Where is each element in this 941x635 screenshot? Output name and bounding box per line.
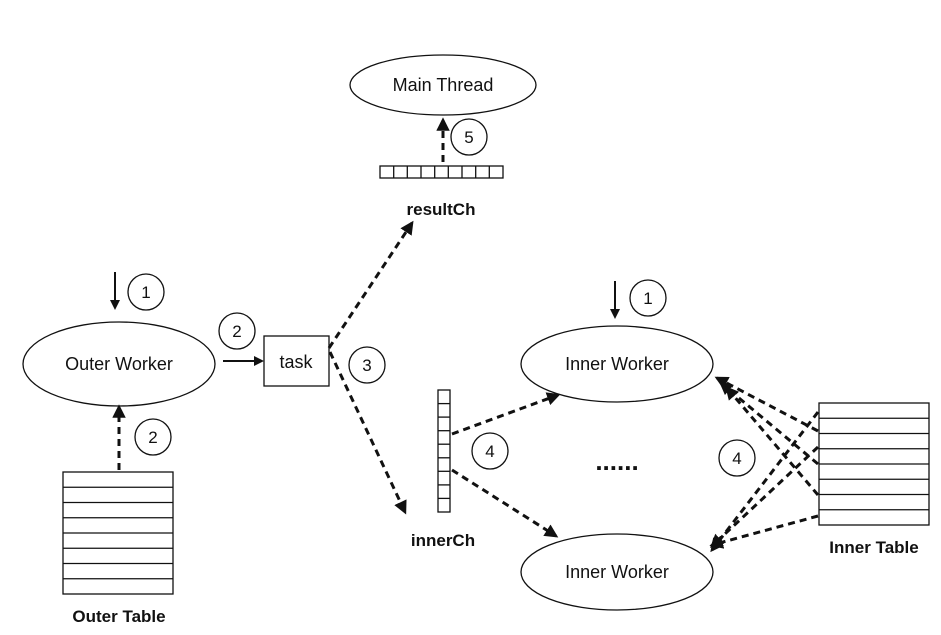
inner-table-label: Inner Table — [829, 538, 918, 557]
inner-worker-bottom-node: Inner Worker — [520, 533, 714, 611]
step-2-task-badge: 2 — [218, 312, 256, 350]
step-4-channel-badge: 4 — [471, 432, 509, 470]
step-1-outer-badge: 1 — [127, 273, 165, 311]
arrow-inner-table-to-worker-bottom-2 — [710, 445, 820, 548]
step-4-table-label: 4 — [732, 449, 741, 468]
inner-worker-top-label: Inner Worker — [565, 354, 669, 374]
step-2-table-badge: 2 — [134, 418, 172, 456]
arrow-inner-table-to-worker-bottom-1 — [710, 411, 820, 553]
outer-table: Outer Table — [62, 471, 174, 626]
arrow-task-to-inner-channel — [328, 351, 407, 515]
more-workers-ellipsis: ...... — [595, 446, 638, 476]
outer-worker-node: Outer Worker — [22, 321, 216, 407]
step-1-outer-label: 1 — [141, 283, 150, 302]
inner-channel: innerCh — [411, 389, 475, 550]
step-1-inner-label: 1 — [643, 289, 652, 308]
inner-table: Inner Table — [818, 402, 930, 557]
inner-worker-top-node: Inner Worker — [520, 325, 714, 403]
arrow-inner-table-to-worker-top-2 — [718, 381, 819, 466]
outer-table-label: Outer Table — [72, 607, 165, 626]
step-2-task-label: 2 — [232, 322, 241, 341]
step-1-inner-badge: 1 — [629, 279, 667, 317]
step-4-table-badge: 4 — [718, 439, 756, 477]
arrow-inner-channel-to-worker-bottom — [451, 468, 559, 538]
inner-channel-label: innerCh — [411, 531, 475, 550]
main-thread-label: Main Thread — [393, 75, 494, 95]
inner-worker-bottom-label: Inner Worker — [565, 562, 669, 582]
step-5-label: 5 — [464, 128, 473, 147]
step-5-badge: 5 — [450, 118, 488, 156]
result-channel: resultCh — [379, 165, 504, 219]
arrow-task-to-result — [327, 220, 414, 349]
main-thread-node: Main Thread — [349, 54, 537, 116]
arrow-inner-table-to-worker-bottom-3 — [709, 514, 819, 549]
arrow-inner-channel-to-worker-top — [451, 392, 561, 436]
step-4-channel-label: 4 — [485, 442, 494, 461]
step-2-table-label: 2 — [148, 428, 157, 447]
step-3-label: 3 — [362, 356, 371, 375]
task-node: task — [263, 335, 330, 387]
step-3-badge: 3 — [348, 346, 386, 384]
outer-worker-label: Outer Worker — [65, 354, 173, 374]
task-label: task — [279, 352, 313, 372]
result-channel-label: resultCh — [407, 200, 476, 219]
